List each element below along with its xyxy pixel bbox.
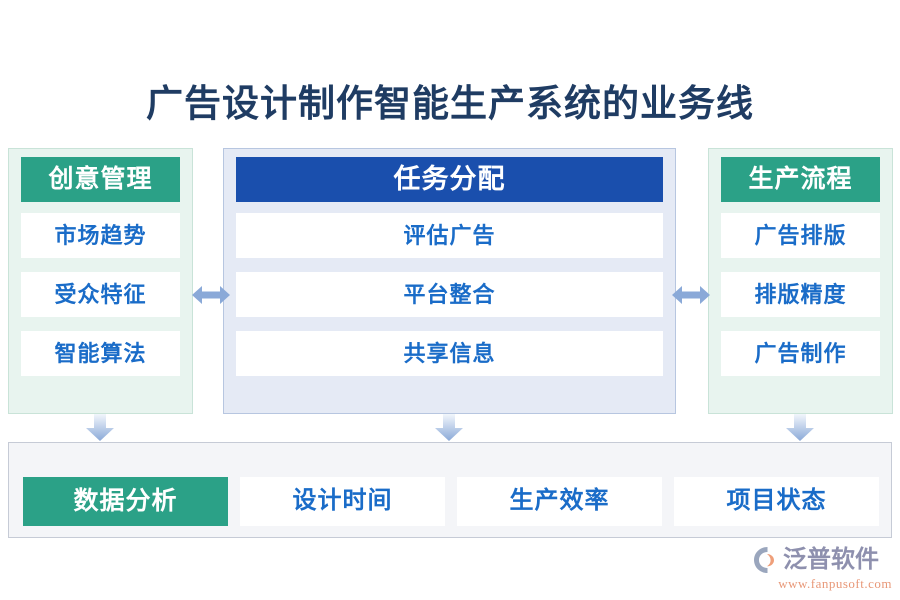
bottom-cell-production-efficiency[interactable]: 生产效率 <box>457 477 662 526</box>
column-item[interactable]: 受众特征 <box>21 272 180 317</box>
bottom-panel: 数据分析 设计时间 生产效率 项目状态 <box>8 442 892 538</box>
column-item[interactable]: 共享信息 <box>236 331 663 376</box>
arrow-down-icon <box>85 414 115 442</box>
column-header-task-assignment[interactable]: 任务分配 <box>236 157 663 202</box>
column-items-task-assignment: 评估广告 平台整合 共享信息 <box>236 213 663 376</box>
column-item[interactable]: 市场趋势 <box>21 213 180 258</box>
watermark-logo: 泛普软件 www.fanpusoft.com <box>752 544 894 592</box>
arrow-down-icon <box>434 414 464 442</box>
bottom-cell-design-time[interactable]: 设计时间 <box>240 477 445 526</box>
double-arrow-horizontal-icon <box>192 282 230 308</box>
columns-row: 创意管理 市场趋势 受众特征 智能算法 任务分配 评估广告 平台整合 共享信息 … <box>0 148 900 414</box>
column-item[interactable]: 智能算法 <box>21 331 180 376</box>
column-item[interactable]: 广告排版 <box>721 213 880 258</box>
bottom-cell-project-status[interactable]: 项目状态 <box>674 477 879 526</box>
column-panel-task-assignment: 任务分配 评估广告 平台整合 共享信息 <box>223 148 676 414</box>
column-header-production-process[interactable]: 生产流程 <box>721 157 880 202</box>
page-title: 广告设计制作智能生产系统的业务线 <box>146 84 754 125</box>
bottom-row: 数据分析 设计时间 生产效率 项目状态 <box>23 477 879 526</box>
column-panel-production-process: 生产流程 广告排版 排版精度 广告制作 <box>708 148 893 414</box>
watermark-brand-name: 泛普软件 <box>783 547 879 573</box>
arrow-down-icon <box>785 414 815 442</box>
watermark-url: www.fanpusoft.com <box>778 576 892 591</box>
watermark-top-row: 泛普软件 <box>752 544 894 576</box>
column-panel-creative-management: 创意管理 市场趋势 受众特征 智能算法 <box>8 148 193 414</box>
column-header-creative-management[interactable]: 创意管理 <box>21 157 180 202</box>
column-items-production-process: 广告排版 排版精度 广告制作 <box>721 213 880 376</box>
column-item[interactable]: 评估广告 <box>236 213 663 258</box>
double-arrow-horizontal-icon <box>672 282 710 308</box>
column-item[interactable]: 排版精度 <box>721 272 880 317</box>
fanpu-swirl-logo-icon <box>752 545 782 575</box>
bottom-cell-data-analysis[interactable]: 数据分析 <box>23 477 228 526</box>
column-item[interactable]: 广告制作 <box>721 331 880 376</box>
column-item[interactable]: 平台整合 <box>236 272 663 317</box>
column-items-creative-management: 市场趋势 受众特征 智能算法 <box>21 213 180 376</box>
